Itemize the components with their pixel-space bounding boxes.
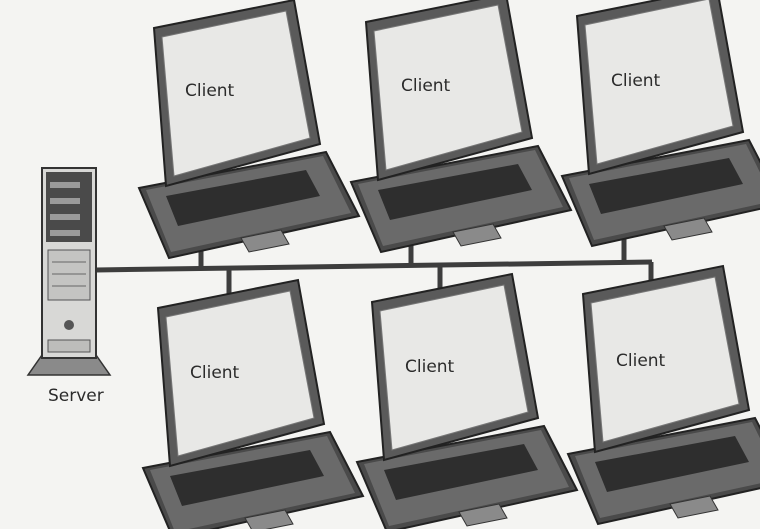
client-laptop-5: Client [357, 274, 577, 529]
client-laptop-6: Client [568, 266, 760, 524]
client-label: Client [185, 81, 235, 101]
server-label: Server [48, 386, 104, 406]
client-label: Client [616, 351, 666, 371]
laptop-icon [143, 280, 363, 529]
laptop-icon [139, 0, 359, 258]
client-label: Client [401, 76, 451, 96]
laptop-icon [351, 0, 571, 252]
client-laptop-1: Client [139, 0, 359, 258]
client-label: Client [190, 363, 240, 383]
laptop-icon [357, 274, 577, 529]
client-label: Client [405, 357, 455, 377]
client-laptop-3: Client [562, 0, 760, 246]
laptop-icon [562, 0, 760, 246]
client-label: Client [611, 71, 661, 91]
client-laptop-4: Client [143, 280, 363, 529]
laptop-icon [568, 266, 760, 524]
client-laptop-2: Client [351, 0, 571, 252]
